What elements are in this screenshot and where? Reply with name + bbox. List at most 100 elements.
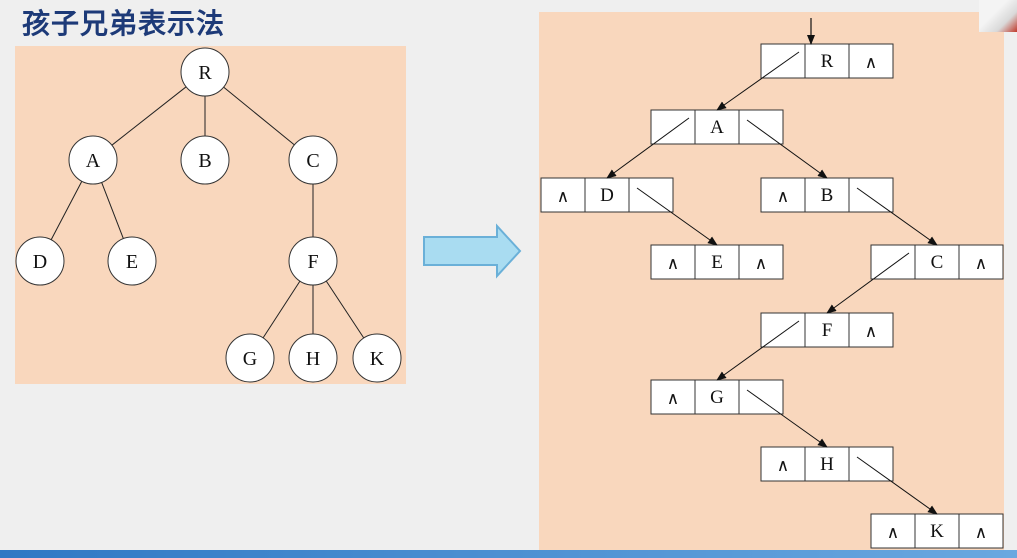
tree-edge-R-C	[223, 86, 295, 146]
binary-node-label: K	[930, 521, 944, 542]
next-sibling-field	[958, 513, 1004, 549]
next-sibling-field	[958, 244, 1004, 280]
data-field	[584, 177, 630, 213]
binary-node-R: R∧	[760, 43, 894, 79]
data-field	[694, 244, 740, 280]
tree-node-label: E	[126, 251, 138, 273]
null-pointer-symbol: ∧	[777, 456, 789, 476]
data-field	[804, 312, 850, 348]
binary-node-label: R	[821, 51, 834, 72]
binary-node-label: E	[711, 252, 723, 273]
binary-node-label: F	[822, 320, 833, 341]
tree-node-A: A	[68, 135, 118, 185]
tree-edge-R-A	[111, 86, 187, 146]
page-title: 孩子兄弟表示法	[22, 7, 226, 40]
tree-edge-F-G	[262, 280, 301, 339]
next-sibling-field	[738, 379, 784, 415]
next-sibling-pointer-D-E	[636, 187, 718, 246]
tree-edge-F-K	[325, 280, 365, 339]
tree-node-label: K	[370, 348, 385, 370]
first-child-field	[760, 446, 806, 482]
tree-node-C: C	[288, 135, 338, 185]
tree-node-circle	[225, 333, 275, 383]
tree-node-label: R	[198, 62, 212, 84]
binary-node-label: H	[820, 454, 834, 475]
null-pointer-symbol: ∧	[865, 53, 877, 73]
tree-edge-A-D	[50, 181, 83, 240]
first-child-field	[650, 244, 696, 280]
data-field	[804, 43, 850, 79]
null-pointer-symbol: ∧	[975, 254, 987, 274]
tree-node-R: R	[180, 47, 230, 97]
tree-node-K: K	[352, 333, 402, 383]
tree-node-label: H	[306, 348, 320, 370]
tree-node-label: A	[86, 150, 101, 172]
tree-node-circle	[288, 135, 338, 185]
data-field	[694, 379, 740, 415]
tree-node-B: B	[180, 135, 230, 185]
binary-node-B: B∧	[760, 177, 894, 213]
tree-node-H: H	[288, 333, 338, 383]
bottom-bar	[0, 550, 1017, 558]
first-child-pointer-C-F	[826, 252, 910, 314]
tree-node-circle	[107, 236, 157, 286]
null-pointer-symbol: ∧	[557, 187, 569, 207]
binary-node-G: G∧	[650, 379, 784, 415]
first-child-field	[760, 312, 806, 348]
next-sibling-pointer-B-C	[856, 187, 938, 246]
tree-node-label: C	[306, 150, 319, 172]
corner-decoration	[979, 0, 1017, 32]
tree-node-G: G	[225, 333, 275, 383]
first-child-field	[650, 109, 696, 145]
binary-node-C: C∧	[870, 244, 1004, 280]
first-child-pointer-R-A	[716, 51, 800, 111]
tree-node-circle	[288, 333, 338, 383]
next-sibling-field	[848, 312, 894, 348]
tree-node-circle	[288, 236, 338, 286]
next-sibling-field	[738, 244, 784, 280]
binary-node-D: D∧	[540, 177, 674, 213]
binary-node-H: H∧	[760, 446, 894, 482]
null-pointer-symbol: ∧	[777, 187, 789, 207]
next-sibling-pointer-G-H	[746, 389, 828, 448]
tree-node-circle	[180, 47, 230, 97]
null-pointer-symbol: ∧	[975, 523, 987, 543]
data-field	[914, 244, 960, 280]
tree-node-label: D	[33, 251, 47, 273]
next-sibling-field	[628, 177, 674, 213]
tree-edge-A-E	[101, 182, 124, 239]
tree-node-label: G	[243, 348, 257, 370]
binary-node-label: D	[600, 185, 614, 206]
tree-node-circle	[180, 135, 230, 185]
binary-node-K: K∧∧	[870, 513, 1004, 549]
tree-node-circle	[15, 236, 65, 286]
first-child-field	[760, 43, 806, 79]
tree-node-circle	[352, 333, 402, 383]
data-field	[804, 177, 850, 213]
next-sibling-field	[848, 177, 894, 213]
tree-node-E: E	[107, 236, 157, 286]
next-sibling-field	[738, 109, 784, 145]
next-sibling-pointer-H-K	[856, 456, 938, 515]
tree-node-label: F	[307, 251, 318, 273]
first-child-pointer-A-D	[606, 117, 690, 179]
tree-node-F: F	[288, 236, 338, 286]
first-child-field	[870, 244, 916, 280]
binary-node-label: B	[821, 185, 834, 206]
next-sibling-field	[848, 446, 894, 482]
null-pointer-symbol: ∧	[865, 322, 877, 342]
tree-node-label: B	[198, 150, 211, 172]
first-child-field	[540, 177, 586, 213]
next-sibling-field	[848, 43, 894, 79]
binary-node-label: G	[710, 387, 724, 408]
binary-node-A: A	[650, 109, 784, 145]
null-pointer-symbol: ∧	[667, 389, 679, 409]
tree-panel	[15, 46, 406, 384]
tree-node-D: D	[15, 236, 65, 286]
tree-node-circle	[68, 135, 118, 185]
binary-node-E: E∧∧	[650, 244, 784, 280]
null-pointer-symbol: ∧	[667, 254, 679, 274]
first-child-pointer-F-G	[716, 320, 800, 381]
binary-node-label: C	[931, 252, 944, 273]
